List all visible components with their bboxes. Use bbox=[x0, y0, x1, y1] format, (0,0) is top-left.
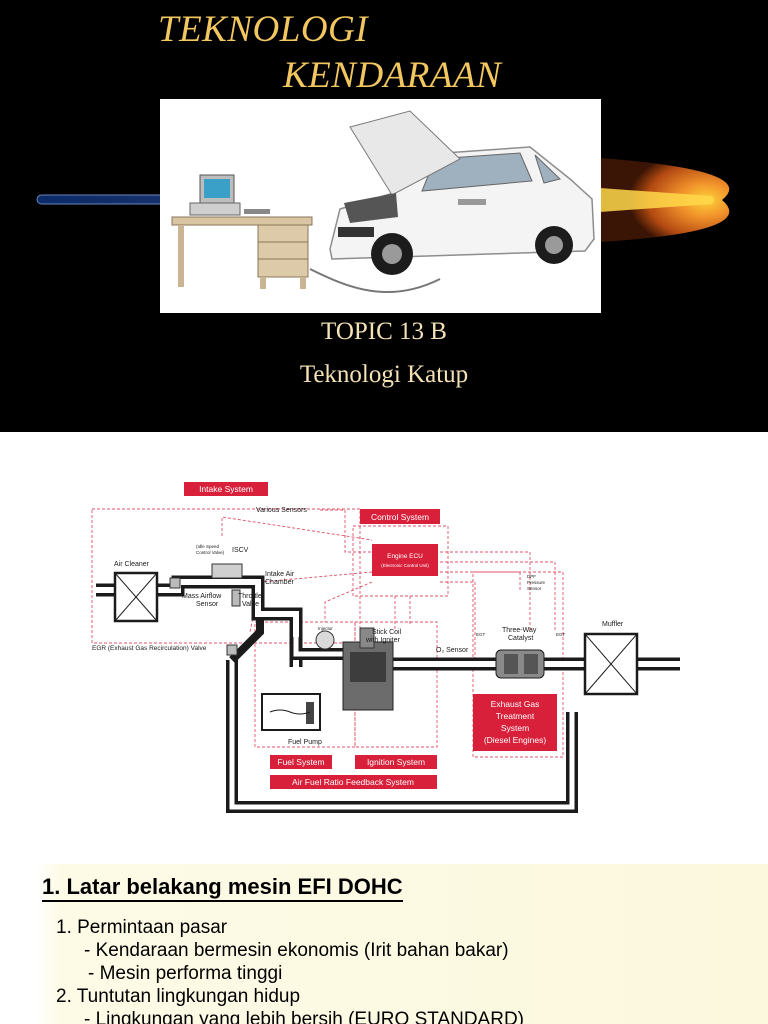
svg-text:Control System: Control System bbox=[371, 512, 429, 522]
title-slide: TEKNOLOGI KENDARAAN bbox=[0, 0, 768, 432]
svg-text:ISCV: ISCV bbox=[232, 547, 249, 554]
svg-text:Three-Way: Three-Way bbox=[502, 627, 537, 634]
svg-text:with Igniter: with Igniter bbox=[365, 637, 401, 644]
svg-text:Catalyst: Catalyst bbox=[508, 635, 533, 642]
svg-text:Intake Air: Intake Air bbox=[265, 571, 295, 578]
svg-text:Treatment: Treatment bbox=[496, 711, 535, 721]
computer-desk-icon bbox=[171, 174, 313, 289]
list-item: - Lingkungan yang lebih bersih (EURO STA… bbox=[84, 1009, 524, 1024]
svg-text:Engine ECU: Engine ECU bbox=[387, 553, 423, 560]
svg-text:Air Cleaner: Air Cleaner bbox=[114, 561, 150, 568]
svg-text:Valve: Valve bbox=[242, 601, 259, 608]
svg-text:(Diesel Engines): (Diesel Engines) bbox=[484, 735, 547, 745]
svg-text:Air Fuel Ratio Feedback System: Air Fuel Ratio Feedback System bbox=[292, 777, 414, 787]
air-cleaner bbox=[113, 571, 159, 623]
svg-text:Muffler: Muffler bbox=[602, 621, 624, 628]
svg-text:System: System bbox=[501, 723, 529, 733]
svg-text:Sensor: Sensor bbox=[527, 586, 542, 591]
three-way-catalyst bbox=[495, 649, 545, 679]
svg-text:Various Sensors: Various Sensors bbox=[256, 507, 307, 514]
svg-text:Injector: Injector bbox=[318, 626, 333, 631]
afr-feedback-label-box bbox=[270, 775, 437, 789]
list-item: 2. Tuntutan lingkungan hidup bbox=[56, 986, 301, 1007]
engine-block bbox=[315, 627, 394, 711]
svg-text:DPF: DPF bbox=[527, 574, 536, 579]
fuel-tank bbox=[261, 693, 321, 731]
svg-text:(Electronic Control Unit): (Electronic Control Unit) bbox=[381, 563, 429, 568]
title-line-2: KENDARAAN bbox=[283, 55, 502, 96]
engine-ecu-box bbox=[372, 544, 438, 576]
topic-number: TOPIC 13 B bbox=[321, 318, 447, 345]
svg-text:O₂ Sensor: O₂ Sensor bbox=[436, 647, 469, 654]
svg-text:(Idle Speed: (Idle Speed bbox=[196, 544, 220, 549]
svg-text:Throttle: Throttle bbox=[238, 593, 262, 600]
comet-decoration bbox=[36, 158, 730, 242]
exhaust-gas-treatment-box bbox=[473, 694, 557, 751]
svg-text:Fuel System: Fuel System bbox=[277, 757, 324, 767]
intake-system-label-box bbox=[184, 482, 268, 496]
list-item: - Kendaraan bermesin ekonomis (Irit baha… bbox=[84, 940, 509, 961]
svg-text:Pressure: Pressure bbox=[527, 580, 546, 585]
background-slide: 1. Latar belakang mesin EFI DOHC 1. Perm… bbox=[0, 864, 768, 1024]
title-line-1: TEKNOLOGI bbox=[158, 9, 369, 50]
car-computer-illustration bbox=[171, 110, 595, 293]
pipes bbox=[96, 575, 680, 813]
car-icon bbox=[329, 110, 595, 275]
svg-text:EGT: EGT bbox=[556, 632, 566, 637]
slide-heading: 1. Latar belakang mesin EFI DOHC bbox=[42, 874, 403, 902]
control-system-label-box bbox=[360, 509, 440, 524]
svg-text:Ignition System: Ignition System bbox=[367, 757, 425, 767]
list-item: - Mesin performa tinggi bbox=[88, 963, 283, 984]
efi-system-diagram-slide: Intake System Control System Engine ECU … bbox=[0, 432, 768, 864]
iscv-valve bbox=[211, 563, 243, 579]
fuel-system-label-box bbox=[270, 755, 332, 769]
topic-title: Teknologi Katup bbox=[299, 361, 469, 388]
svg-text:EGR (Exhaust Gas Recirculation: EGR (Exhaust Gas Recirculation) Valve bbox=[92, 645, 207, 652]
svg-text:Fuel Pump: Fuel Pump bbox=[288, 739, 322, 746]
svg-text:Intake System: Intake System bbox=[199, 484, 253, 494]
svg-text:EGT: EGT bbox=[476, 632, 486, 637]
svg-text:Mass Airflow: Mass Airflow bbox=[182, 593, 222, 600]
svg-text:Control Valve): Control Valve) bbox=[196, 550, 225, 555]
svg-text:Exhaust Gas: Exhaust Gas bbox=[491, 699, 540, 709]
list-item: 1. Permintaan pasar bbox=[56, 917, 228, 938]
car-diagnostic-photo bbox=[160, 99, 601, 313]
svg-text:Stick Coil: Stick Coil bbox=[372, 629, 402, 636]
svg-text:Sensor: Sensor bbox=[196, 601, 219, 608]
muffler bbox=[583, 632, 639, 696]
svg-text:Chamber: Chamber bbox=[265, 579, 294, 586]
diagram-labels: Various Sensors Air Cleaner (Idle Speed … bbox=[92, 507, 624, 746]
efi-system-diagram: Intake System Control System Engine ECU … bbox=[91, 482, 680, 813]
ignition-system-label-box bbox=[355, 755, 437, 769]
